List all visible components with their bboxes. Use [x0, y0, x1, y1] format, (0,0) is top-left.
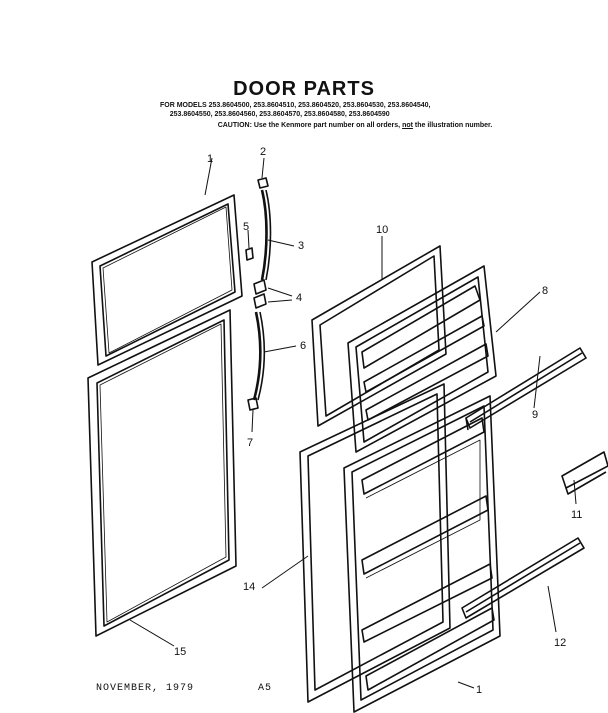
callout-1b: 1	[476, 684, 482, 696]
lower-breaker-strip	[247, 293, 267, 411]
callout-1: 1	[207, 153, 213, 165]
caution-note: CAUTION: Use the Kenmore part number on …	[160, 122, 550, 129]
callout-9: 9	[532, 409, 538, 421]
footer-code: A5	[258, 683, 273, 694]
callout-5: 5	[243, 221, 249, 233]
callout-11: 11	[571, 509, 582, 521]
callout-14: 14	[243, 581, 255, 593]
fresh-food-gasket	[87, 309, 237, 637]
callout-6: 6	[300, 340, 306, 352]
upper-breaker-strip	[245, 177, 272, 295]
page-title: DOOR PARTS	[233, 78, 375, 100]
freezer-door-liner	[347, 265, 497, 453]
caution-prefix: CAUTION: Use the Kenmore part number on …	[217, 122, 403, 129]
callout-labels: 1 2 3 4 5 6 7 8 9 10 11 12 14 15 1	[174, 146, 582, 696]
callout-2: 2	[260, 146, 266, 158]
caution-suffix: the illustration number.	[412, 122, 493, 129]
callout-15: 15	[174, 646, 186, 658]
fresh-food-inner-gasket	[299, 383, 451, 703]
callout-7: 7	[247, 437, 253, 449]
callout-3: 3	[298, 240, 304, 252]
models-list: FOR MODELS 253.8604500, 253.8604510, 253…	[160, 102, 431, 118]
leader-lines	[129, 157, 577, 689]
freezer-gasket	[91, 194, 243, 366]
shelf-retainer	[561, 451, 608, 495]
fresh-food-shelf-bar	[461, 537, 585, 619]
caution-not: not	[402, 122, 413, 129]
callout-4: 4	[296, 292, 302, 304]
fresh-food-door-liner	[343, 395, 501, 713]
callout-10: 10	[376, 224, 388, 236]
footer-date: NOVEMBER, 1979	[96, 683, 195, 694]
callout-12: 12	[554, 637, 566, 649]
callout-8: 8	[542, 285, 548, 297]
freezer-inner-gasket	[311, 245, 447, 427]
